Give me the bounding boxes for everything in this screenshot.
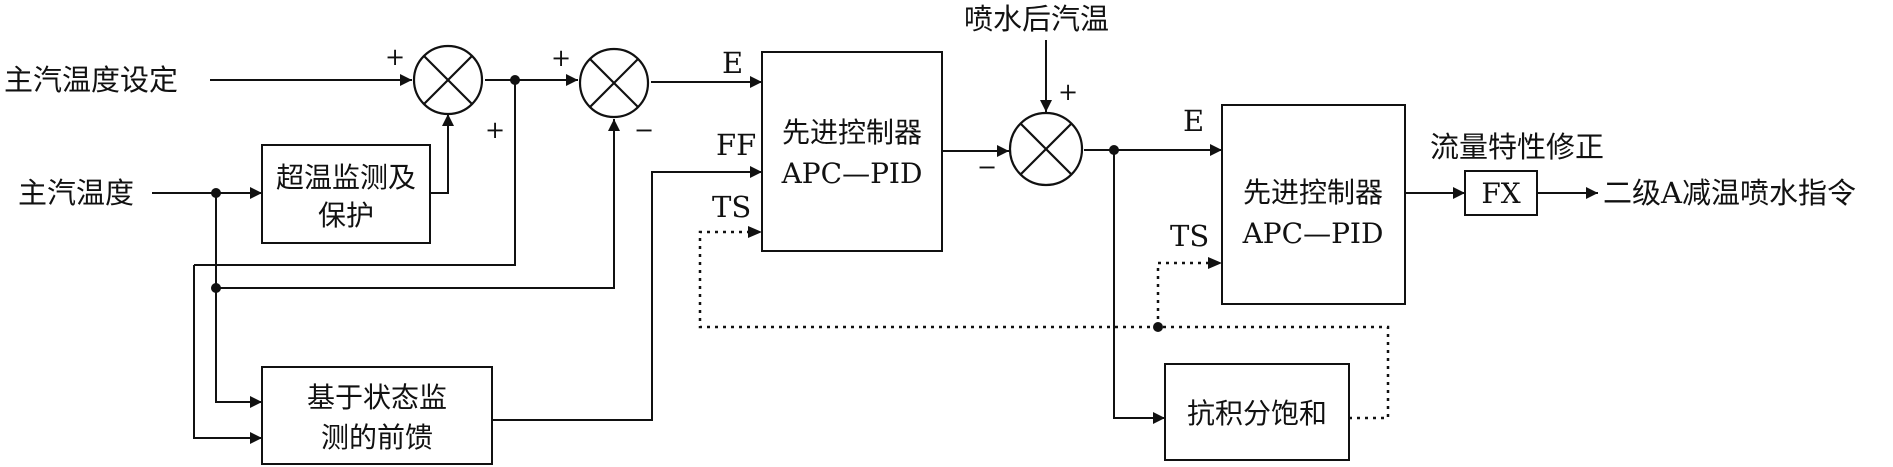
ts1-label: TS (712, 190, 751, 224)
s3-to-antiwindup-wire (1113, 150, 1165, 424)
sum-junction-2 (578, 47, 650, 119)
ts2-arrowhead (1208, 257, 1222, 269)
setpoint-label: 主汽温度设定 (4, 63, 178, 97)
apc-pid-block-2 (1221, 104, 1406, 305)
feedforward-line1: 基于状态监 (307, 381, 447, 414)
sign-s2-left: + (551, 44, 571, 72)
pid2-line2: APC—PID (1242, 217, 1384, 250)
ts2-label: TS (1170, 219, 1209, 253)
fx-block (1464, 170, 1538, 216)
feedforward-block (261, 366, 493, 465)
ts-dashed-wire-2 (1156, 261, 1222, 327)
monitor-to-s1-wire (430, 114, 454, 194)
sum-junction-3 (1008, 111, 1084, 187)
ts-dashed-wire-1 (698, 230, 1390, 420)
fx-label: FX (1481, 177, 1520, 210)
overtemp-monitor-line2: 保护 (318, 199, 374, 232)
anti-windup-block (1164, 363, 1350, 461)
sign-s1-bottom: + (485, 116, 505, 144)
junction-dot (211, 188, 221, 198)
temp-to-feedforward-wire (215, 193, 262, 408)
e1-label: E (722, 46, 743, 80)
e2-label: E (1183, 104, 1204, 138)
ts1-arrowhead (748, 226, 762, 238)
sum-junction-1 (412, 44, 484, 116)
junction-dot (211, 283, 221, 293)
feedforward-to-pid1-wire (492, 166, 762, 421)
apc-pid-block-1 (761, 51, 943, 252)
pid1-line2: APC—PID (781, 157, 923, 190)
junction-dot (1109, 145, 1119, 155)
pid1-line1: 先进控制器 (782, 116, 922, 149)
sign-s3-top: + (1058, 78, 1078, 106)
temp-to-s2-wire (216, 119, 620, 289)
feedback-to-s1-out-wire (194, 80, 516, 266)
sign-s3-left: − (977, 153, 997, 181)
anti-windup-label: 抗积分饱和 (1187, 397, 1327, 430)
main-steam-temp-label: 主汽温度 (18, 176, 134, 210)
flow-correction-label: 流量特性修正 (1430, 130, 1604, 164)
sign-s2-bottom: − (634, 116, 654, 144)
spray-temp-label: 喷水后汽温 (964, 2, 1109, 36)
feedforward-line2: 测的前馈 (321, 421, 433, 454)
overtemp-monitor-block (261, 144, 431, 244)
junction-dot (510, 75, 520, 85)
sign-s1-left: + (385, 43, 405, 71)
output-command-label: 二级A减温喷水指令 (1603, 176, 1856, 210)
ff-label: FF (716, 128, 756, 162)
pid2-line1: 先进控制器 (1243, 176, 1383, 209)
loop-to-feedforward-wire (193, 265, 262, 444)
overtemp-monitor-line1: 超温监测及 (276, 161, 416, 194)
junction-dot (1153, 322, 1163, 332)
